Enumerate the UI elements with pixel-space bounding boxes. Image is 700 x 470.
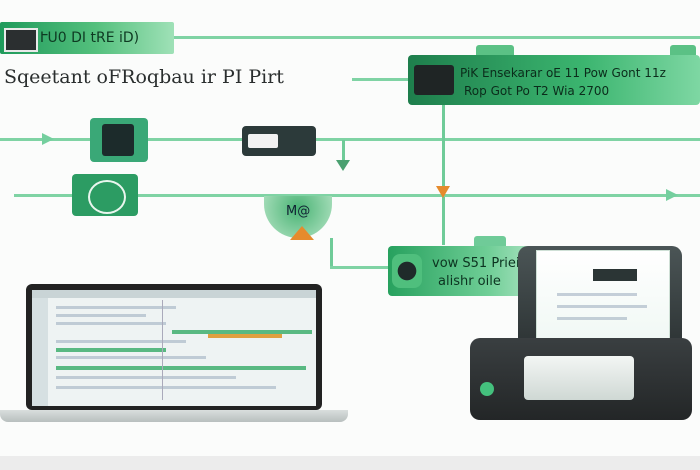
column-divider bbox=[162, 300, 163, 400]
table-row bbox=[56, 340, 186, 343]
monitor-icon bbox=[4, 28, 38, 52]
paper-line bbox=[557, 317, 627, 320]
top-right-card-line1: PiK Ensekarar oE 11 Pow Gont 11z bbox=[460, 66, 666, 80]
scanner-icon bbox=[414, 65, 454, 95]
header-line bbox=[174, 36, 700, 39]
flow-line bbox=[330, 266, 390, 269]
header-badge-label: ՒU0 DI tRE iD) bbox=[40, 30, 140, 46]
table-row bbox=[56, 366, 306, 370]
laptop-screen[interactable] bbox=[26, 284, 322, 410]
spreadsheet-window[interactable] bbox=[32, 290, 316, 406]
tab-decoration bbox=[474, 236, 506, 246]
header-badge[interactable]: ՒU0 DI tRE iD) bbox=[0, 22, 174, 54]
node-network[interactable] bbox=[72, 174, 138, 216]
top-right-card[interactable]: PiK Ensekarar oE 11 Pow Gont 11z Rop Got… bbox=[408, 55, 700, 105]
table-row bbox=[56, 348, 166, 352]
table-row bbox=[56, 314, 146, 317]
window-sidebar bbox=[32, 298, 48, 406]
table-row bbox=[56, 322, 166, 325]
arrow-right-icon bbox=[666, 189, 678, 201]
paper-line bbox=[557, 305, 647, 308]
laptop-base bbox=[0, 410, 348, 422]
paper-header bbox=[593, 269, 637, 281]
table-row bbox=[56, 306, 176, 309]
tab-decoration bbox=[670, 45, 696, 55]
page-title: Sqeetant oFRoqbau ir PI Pirt bbox=[4, 66, 284, 88]
printer[interactable] bbox=[470, 338, 692, 420]
gears-icon bbox=[102, 124, 134, 156]
footer-strip bbox=[0, 456, 700, 470]
node-gears[interactable] bbox=[90, 118, 148, 162]
mid-node-label: M@ bbox=[286, 204, 311, 219]
power-button-icon[interactable] bbox=[480, 382, 494, 396]
highlight-bar bbox=[208, 334, 282, 338]
flow-line bbox=[330, 238, 333, 268]
tab-decoration bbox=[476, 45, 514, 55]
flow-line bbox=[342, 140, 345, 166]
arrow-down-icon bbox=[336, 160, 350, 171]
paper-line bbox=[557, 293, 637, 296]
camera-icon bbox=[248, 134, 278, 148]
arrow-right-icon bbox=[42, 133, 54, 145]
arrow-up-icon bbox=[290, 226, 314, 240]
table-row bbox=[56, 386, 276, 389]
network-icon bbox=[88, 180, 126, 214]
table-row bbox=[172, 330, 312, 334]
right-card-line2: alishr oile bbox=[438, 274, 501, 289]
flow-down-icon bbox=[436, 186, 450, 198]
window-toolbar bbox=[32, 290, 316, 298]
flow-line bbox=[352, 78, 408, 81]
flow-line bbox=[442, 105, 445, 245]
output-tray bbox=[524, 356, 634, 400]
printer-small-icon bbox=[392, 254, 422, 288]
table-row bbox=[56, 376, 236, 379]
table-row bbox=[56, 356, 206, 359]
node-camera[interactable] bbox=[242, 126, 316, 156]
flow-line bbox=[0, 138, 700, 141]
top-right-card-line2: Rop Got Po T2 Wia 2700 bbox=[464, 84, 610, 98]
flow-line bbox=[14, 194, 700, 197]
